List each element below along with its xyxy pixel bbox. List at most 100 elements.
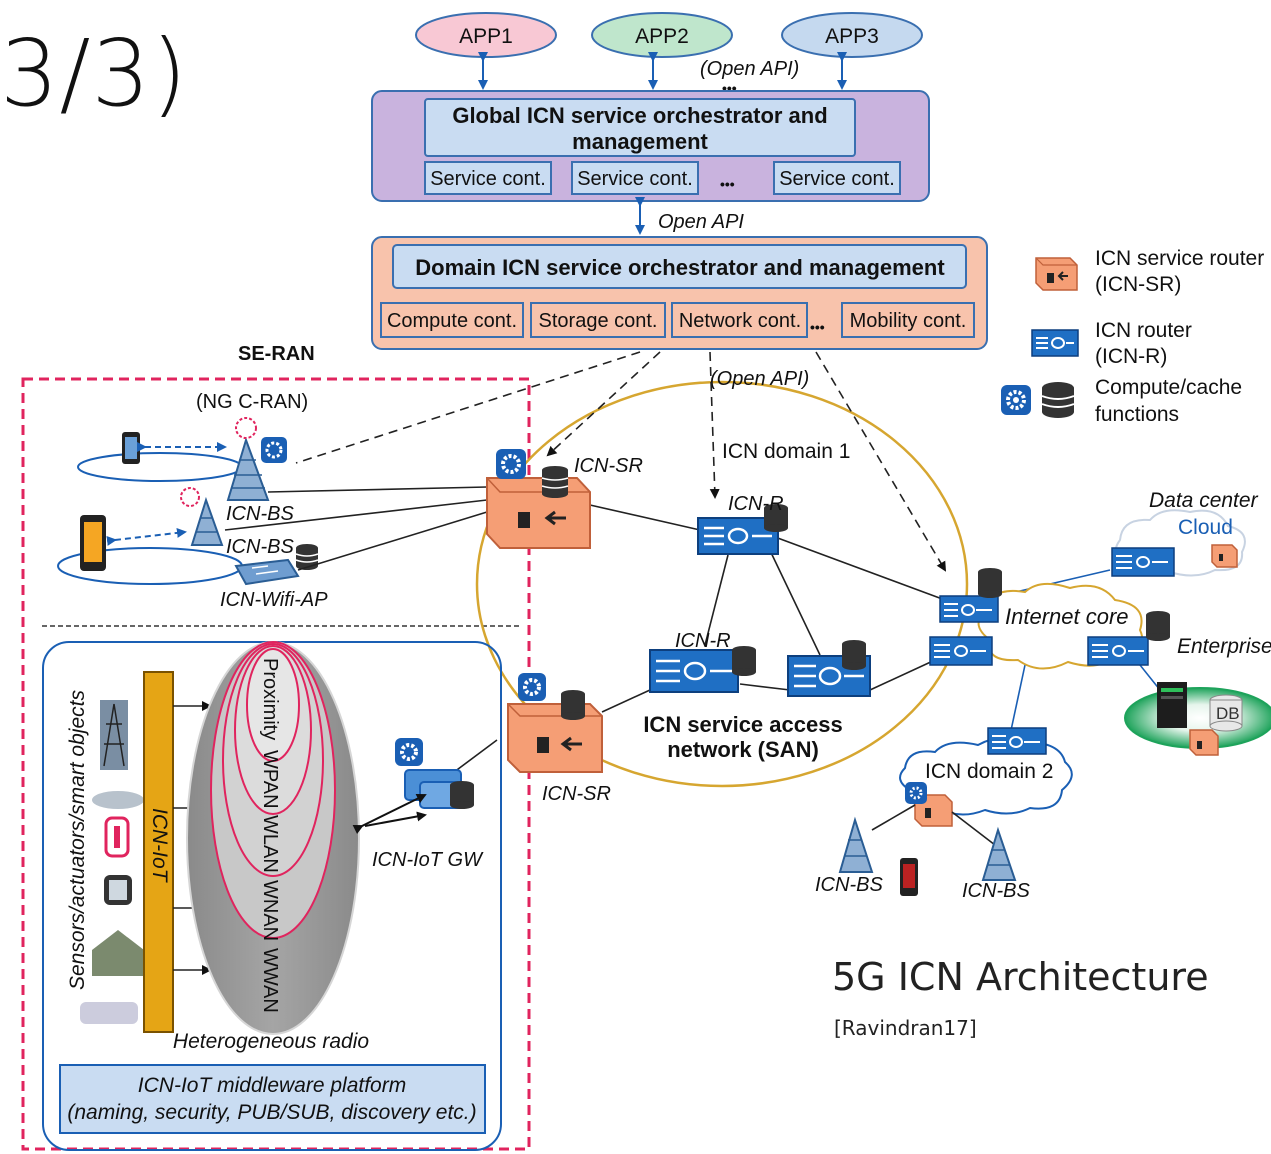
radio-layer-wpan: WPAN <box>259 750 281 809</box>
compute-cont: Compute cont. <box>387 310 517 332</box>
enterprise-label: Enterprise <box>1177 635 1271 658</box>
base-station-icon <box>226 417 287 501</box>
icn-bs-left-label: ICN-BS <box>815 874 883 896</box>
icn-iot-bar <box>143 671 174 1033</box>
legend-sr-line1: ICN service router <box>1095 247 1264 270</box>
radio-layer-wwan: WWAN <box>259 948 281 1013</box>
cloud-label: Cloud <box>1178 516 1233 539</box>
legend-router-line2: (ICN-R) <box>1095 345 1167 368</box>
icn-r-right-icon <box>787 640 871 697</box>
mobility-cont: Mobility cont. <box>850 310 967 332</box>
icn-r-top-icon <box>697 504 788 555</box>
storage-cont: Storage cont. <box>539 310 658 332</box>
san-label-line2: network (SAN) <box>667 737 819 762</box>
middleware-line2: (naming, security, PUB/SUB, discovery et… <box>67 1101 476 1124</box>
network-cont: Network cont. <box>679 310 801 332</box>
datacenter-router <box>1111 547 1175 577</box>
house-icon <box>92 930 144 976</box>
gw-radio-link-2 <box>364 811 427 827</box>
ng-cran-label: (NG C-RAN) <box>196 391 308 413</box>
middle-open-api-label: Open API <box>658 211 744 233</box>
domain2-link-left <box>871 804 916 831</box>
global-ellipsis: ••• <box>720 176 735 192</box>
datacenter-label: Data center <box>1149 489 1259 512</box>
enterprise-router <box>1087 611 1170 666</box>
radio-layer-wlan: WLAN <box>259 815 281 873</box>
db-icon <box>1209 694 1243 732</box>
base-station-icon <box>838 816 874 873</box>
figure-caption: 5G ICN Architecture <box>832 955 1209 999</box>
db-label: DB <box>1216 704 1240 723</box>
app3-node <box>781 12 923 58</box>
base-station-icon <box>981 826 1017 881</box>
global-title-line1: Global ICN service orchestrator and <box>452 103 827 128</box>
radio-link-2 <box>106 527 187 546</box>
gear-icon <box>1001 385 1031 415</box>
icn-iot-gw-label: ICN-IoT GW <box>372 849 484 871</box>
heterogeneous-radio-label: Heterogeneous radio <box>173 1030 369 1053</box>
icn-domain1-label: ICN domain 1 <box>722 440 850 463</box>
middleware-line1: ICN-IoT middleware platform <box>138 1074 406 1097</box>
iot-side-label: Sensors/actuators/smart objects <box>66 690 89 990</box>
legend-compute-line1: Compute/cache <box>1095 376 1242 399</box>
vehicle-icon <box>80 1002 138 1024</box>
wifi-ap-icon <box>234 558 300 586</box>
icn-wifi-ap-label: ICN-Wifi-AP <box>220 589 328 611</box>
icn-domain2-label: ICN domain 2 <box>925 760 1053 783</box>
lower-open-api-label: (Open API) <box>710 368 809 390</box>
legend-compute-line2: functions <box>1095 403 1179 426</box>
app3-label: APP3 <box>825 25 879 48</box>
domain-orchestrator: Domain ICN service orchestrator and mana… <box>371 236 988 350</box>
radio-layer-wnan: WNAN <box>259 880 281 941</box>
middleware-platform <box>59 1064 486 1134</box>
control-links <box>295 351 947 572</box>
app2-label: APP2 <box>635 25 689 48</box>
citation: [Ravindran17] <box>834 1016 977 1040</box>
car-icon <box>92 791 144 809</box>
domain-title: Domain ICN service orchestrator and mana… <box>415 255 945 280</box>
radio-layer-proximity: Proximity <box>259 658 281 740</box>
iot-gateway-icon <box>395 738 474 809</box>
top-open-api-label: (Open API) <box>700 58 799 80</box>
icn-bs-label-2: ICN-BS <box>226 536 294 558</box>
icn-sr-top-label: ICN-SR <box>574 455 643 477</box>
icn-r-top-label: ICN-R <box>728 493 784 515</box>
base-station-icon <box>180 487 224 546</box>
icn-bs-label-1: ICN-BS <box>226 503 294 525</box>
icn-sr-bottom-icon <box>507 673 603 773</box>
service-cont-2: Service cont. <box>577 168 693 190</box>
domain2-router <box>987 727 1047 755</box>
se-ran-title: SE-RAN <box>238 343 315 365</box>
service-router-legend-icon <box>1035 257 1078 291</box>
app-row: APP1 APP2 APP3 (Open API) ••• <box>415 12 923 96</box>
icn-sr-bottom-label: ICN-SR <box>542 783 611 805</box>
database-icon <box>295 544 319 570</box>
legend-router-line1: ICN router <box>1095 319 1192 342</box>
internet-core-label: Internet core <box>1005 604 1129 629</box>
domain2-link-right <box>951 811 996 846</box>
san-label-line1: ICN service access <box>643 712 842 737</box>
san-domain-ellipse <box>475 380 969 788</box>
database-icon <box>1041 382 1075 418</box>
server-icon <box>1157 682 1187 728</box>
domain-ellipsis: ••• <box>810 319 825 335</box>
global-orchestrator: Global ICN service orchestrator and mana… <box>371 90 930 202</box>
icn-iot-bar-label: ICN-IoT <box>148 808 171 884</box>
power-tower-icon <box>100 700 128 770</box>
service-cont-3: Service cont. <box>779 168 895 190</box>
icn-sr-top-icon <box>486 449 591 549</box>
app2-node <box>591 12 733 58</box>
internet-router-2 <box>929 636 993 666</box>
router-legend-icon <box>1031 329 1079 357</box>
heterogeneous-radio <box>186 641 360 1035</box>
internet-router-1 <box>939 568 1002 623</box>
legend: ICN service router (ICN-SR) ICN router (… <box>1001 247 1264 426</box>
service-cont-1: Service cont. <box>430 168 546 190</box>
sensor-icons <box>80 700 144 1024</box>
legend-sr-line2: (ICN-SR) <box>1095 273 1181 296</box>
slide-title: 3/3) <box>0 20 188 127</box>
cell-1 <box>77 452 243 482</box>
icn-r-mid-icon <box>649 646 756 693</box>
